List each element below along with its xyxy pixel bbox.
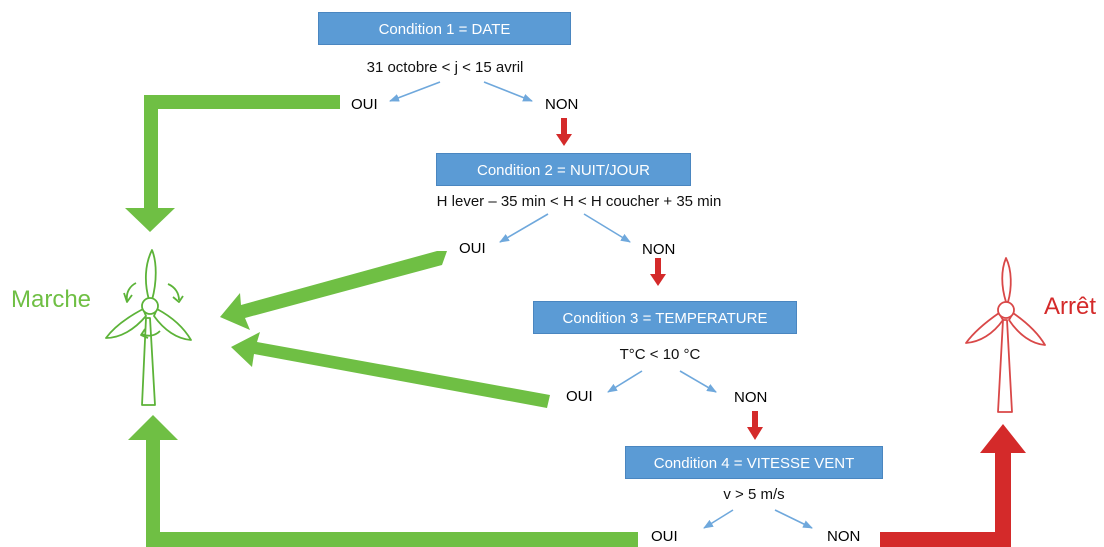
- condition-2-no: NON: [642, 241, 676, 258]
- condition-2-yes: OUI: [459, 240, 486, 257]
- condition-4-expression: v > 5 m/s: [723, 486, 785, 503]
- c1-no-arrow: [483, 81, 533, 102]
- red-arrow-to-condition-4: [747, 411, 763, 440]
- condition-4-no: NON: [827, 528, 861, 545]
- marche-label: Marche: [11, 286, 92, 313]
- c4-no-arrow: [774, 509, 813, 529]
- green-arrow-from-condition-4: [128, 415, 638, 547]
- wind-turbine-icon: [965, 257, 1046, 413]
- condition-1-no: NON: [545, 96, 579, 113]
- wind-turbine-rotating-icon: [105, 249, 192, 406]
- red-arrow-to-condition-3: [650, 258, 666, 286]
- c2-yes-arrow: [499, 213, 549, 243]
- condition-3-box: Condition 3 = TEMPERATURE: [533, 301, 797, 334]
- condition-1-box: Condition 1 = DATE: [318, 12, 571, 45]
- condition-3-expression: T°C < 10 °C: [619, 346, 701, 363]
- c3-no-arrow: [679, 370, 717, 393]
- c2-no-arrow: [583, 213, 631, 243]
- red-down-arrows: [556, 118, 763, 440]
- red-arrow-to-condition-2: [556, 118, 572, 146]
- c4-yes-arrow: [703, 509, 734, 529]
- c3-yes-arrow: [607, 370, 643, 393]
- condition-4-yes: OUI: [651, 528, 678, 545]
- green-arrows: [125, 95, 638, 547]
- condition-3-no: NON: [734, 389, 768, 406]
- arret-label: Arrêt: [1044, 293, 1097, 320]
- condition-4-box: Condition 4 = VITESSE VENT: [625, 446, 883, 479]
- condition-1-yes: OUI: [351, 96, 378, 113]
- branch-arrows: [389, 81, 813, 529]
- green-arrow-from-condition-3: [231, 332, 550, 408]
- condition-3-yes: OUI: [566, 388, 593, 405]
- green-arrow-from-condition-1: [125, 95, 340, 232]
- condition-1-expression: 31 octobre < j < 15 avril: [366, 59, 524, 76]
- green-arrow-from-condition-2: [220, 251, 447, 330]
- red-arrow-to-arret: [880, 424, 1026, 547]
- condition-2-box: Condition 2 = NUIT/JOUR: [436, 153, 691, 186]
- condition-2-expression: H lever – 35 min < H < H coucher + 35 mi…: [436, 193, 722, 210]
- c1-yes-arrow: [389, 81, 441, 102]
